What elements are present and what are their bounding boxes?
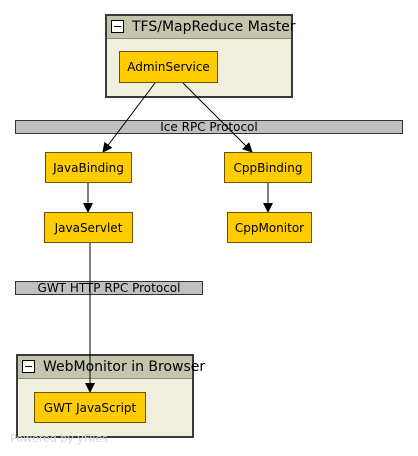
edge-admin-to-cppbinding	[182, 82, 253, 153]
node-cpp-binding[interactable]: CppBinding	[224, 152, 312, 183]
group-master: TFS/MapReduce Master	[105, 14, 296, 98]
node-gwt-javascript[interactable]: GWT JavaScript	[34, 392, 146, 423]
node-java-binding[interactable]: JavaBinding	[45, 152, 132, 183]
group-master-header: TFS/MapReduce Master	[107, 16, 296, 39]
group-master-title: TFS/MapReduce Master	[132, 19, 296, 35]
protocol-gwt-http-rpc: GWT HTTP RPC Protocol	[15, 281, 203, 295]
collapse-icon[interactable]	[111, 20, 124, 33]
edge-admin-to-javabinding	[102, 82, 156, 153]
node-java-servlet[interactable]: JavaServlet	[44, 212, 133, 243]
group-browser-header: WebMonitor in Browser	[18, 356, 205, 379]
node-cpp-monitor[interactable]: CppMonitor	[227, 212, 312, 243]
protocol-ice-rpc: Ice RPC Protocol	[15, 120, 403, 134]
watermark: Powered by yFiles	[10, 432, 108, 445]
collapse-icon[interactable]	[22, 360, 35, 373]
group-browser-title: WebMonitor in Browser	[43, 359, 206, 375]
node-admin-service[interactable]: AdminService	[119, 51, 218, 83]
